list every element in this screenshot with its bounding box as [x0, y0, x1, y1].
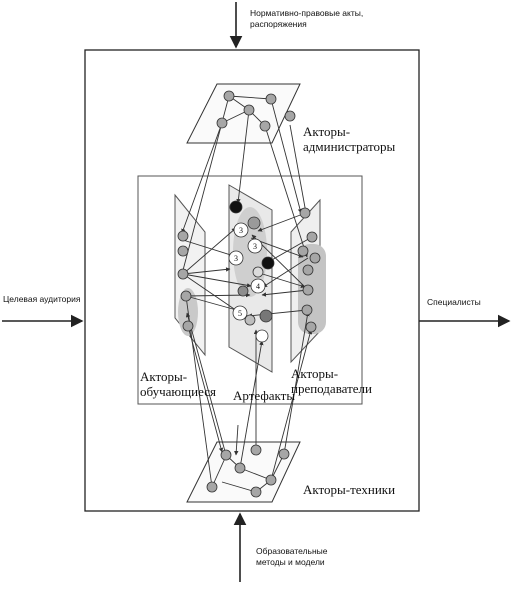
top-input-label: Нормативно-правовые акты, распоряжения	[250, 8, 363, 30]
admins-label: Акторы- администраторы	[303, 124, 395, 154]
artifact-number: 5	[238, 309, 242, 318]
artifact-number: 3	[253, 242, 257, 251]
teachers-label-line2: преподаватели	[291, 381, 372, 396]
bottom-input-label: Образовательные методы и модели	[256, 546, 328, 568]
students-label-line2: обучающиеся	[140, 384, 216, 399]
technicians-label: Акторы-техники	[303, 482, 396, 497]
admins-label-line2: администраторы	[303, 139, 396, 154]
admins-label-line1: Акторы-	[303, 124, 351, 139]
student-actor-nodes	[177, 230, 194, 332]
top-input-label-line1: Нормативно-правовые акты,	[250, 8, 364, 18]
right-output-label: Специалисты	[427, 297, 481, 307]
bottom-input-label-line2: методы и модели	[256, 557, 325, 567]
admin-actor-nodes	[216, 90, 296, 132]
admins-plane	[186, 83, 301, 144]
top-input-label-line2: распоряжения	[250, 19, 307, 29]
technician-actor-nodes	[206, 444, 290, 498]
students-label: Акторы- обучающиеся	[140, 369, 216, 399]
artifact-number: 3	[234, 254, 238, 263]
students-label-line1: Акторы-	[140, 369, 188, 384]
teacher-actor-nodes	[297, 207, 321, 333]
artifact-number: 4	[256, 282, 260, 291]
left-input-label: Целевая аудитория	[3, 294, 81, 304]
teachers-label: Акторы- преподаватели	[291, 366, 372, 396]
teachers-label-line1: Акторы-	[291, 366, 339, 381]
system-boundary	[84, 49, 420, 512]
artifact-number: 3	[239, 226, 243, 235]
artifact-number-labels: 3 3 3 4 5	[234, 226, 260, 318]
artifact-nodes	[228, 200, 275, 343]
artifacts-label: Артефакты	[233, 388, 296, 403]
inner-system-box	[137, 175, 363, 405]
bottom-input-label-line1: Образовательные	[256, 546, 328, 556]
